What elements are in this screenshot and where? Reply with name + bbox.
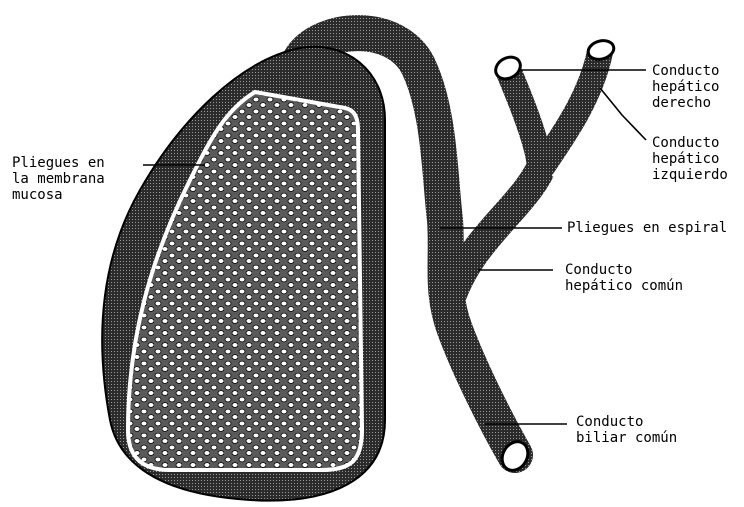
label-line: Pliegues en (12, 155, 105, 171)
label-line: Conducto (652, 63, 719, 79)
label-common-bile: Conducto biliar común (576, 414, 677, 446)
label-line: mucosa (12, 187, 105, 203)
label-line: hepático común (565, 278, 683, 294)
leader-left-hepatic (600, 88, 646, 140)
label-left-hepatic: Conducto hepático izquierdo (652, 135, 728, 183)
mucosa-folds (128, 92, 362, 470)
label-line: Conducto (576, 414, 677, 430)
label-right-hepatic: Conducto hepático derecho (652, 63, 719, 111)
label-line: izquierdo (652, 167, 728, 183)
label-line: derecho (652, 95, 719, 111)
label-line: Conducto (652, 135, 728, 151)
label-line: Pliegues en espiral (567, 220, 727, 236)
label-mucosa-folds: Pliegues en la membrana mucosa (12, 155, 105, 203)
label-line: hepático (652, 79, 719, 95)
label-common-hepatic: Conducto hepático común (565, 262, 683, 294)
label-line: Conducto (565, 262, 683, 278)
label-line: biliar común (576, 430, 677, 446)
label-spiral-folds: Pliegues en espiral (567, 220, 727, 236)
label-line: hepático (652, 151, 728, 167)
label-line: la membrana (12, 171, 105, 187)
